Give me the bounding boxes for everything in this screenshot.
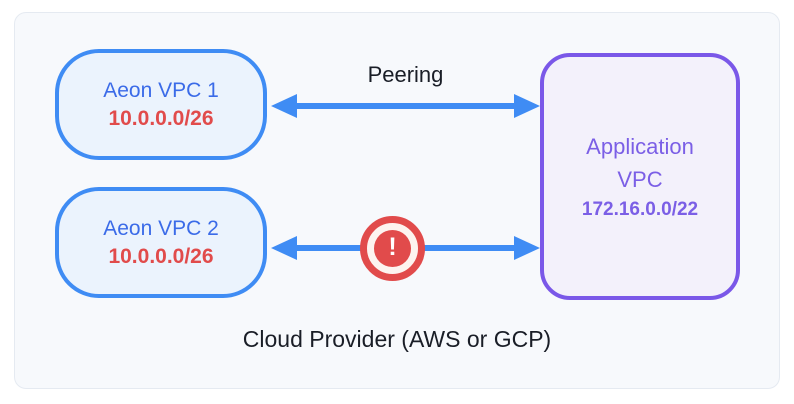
aeon-vpc-2-cidr: 10.0.0.0/26 — [108, 245, 214, 268]
arrow-shaft — [289, 103, 522, 109]
node-application-vpc: Application VPC 172.16.0.0/22 — [540, 53, 740, 300]
aeon-vpc-1-cidr: 10.0.0.0/26 — [108, 107, 214, 130]
exclamation-glyph: ! — [388, 233, 397, 261]
cloud-provider-caption: Cloud Provider (AWS or GCP) — [242, 326, 552, 352]
peering-connection-label: Peering — [367, 62, 444, 87]
warning-icon-inner-circle: ! — [374, 230, 411, 267]
arrow-right-head-icon — [514, 94, 540, 118]
arrow-right-head-icon — [514, 236, 540, 260]
application-vpc-name: Application VPC — [586, 134, 694, 192]
node-aeon-vpc-2: Aeon VPC 2 10.0.0.0/26 — [55, 187, 267, 298]
aeon-vpc-1-name: Aeon VPC 1 — [103, 79, 219, 102]
warning-icon: ! — [360, 216, 425, 281]
peering-arrow — [271, 94, 540, 118]
node-aeon-vpc-1: Aeon VPC 1 10.0.0.0/26 — [55, 49, 267, 160]
application-vpc-cidr: 172.16.0.0/22 — [581, 199, 699, 220]
aeon-vpc-2-name: Aeon VPC 2 — [103, 217, 219, 240]
